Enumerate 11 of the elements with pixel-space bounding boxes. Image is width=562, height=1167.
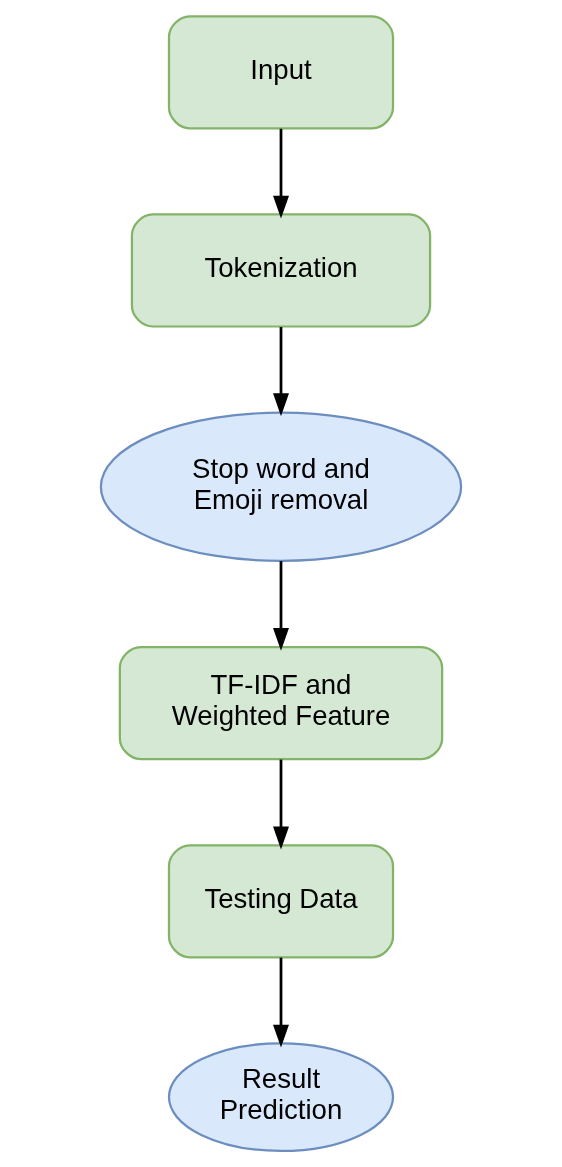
node-ellipse: Stop word and Emoji removal — [99, 411, 463, 562]
arrow — [273, 128, 289, 219]
node-box: Tokenization — [130, 213, 432, 328]
arrow — [273, 561, 289, 651]
node-ellipse: Result Prediction — [167, 1042, 395, 1153]
arrow — [273, 759, 289, 850]
node-box: TF-IDF and Weighted Feature — [118, 645, 444, 761]
node-box: Testing Data — [167, 844, 395, 959]
arrow — [273, 957, 289, 1048]
node-box: Input — [167, 15, 395, 130]
arrow — [273, 327, 289, 417]
